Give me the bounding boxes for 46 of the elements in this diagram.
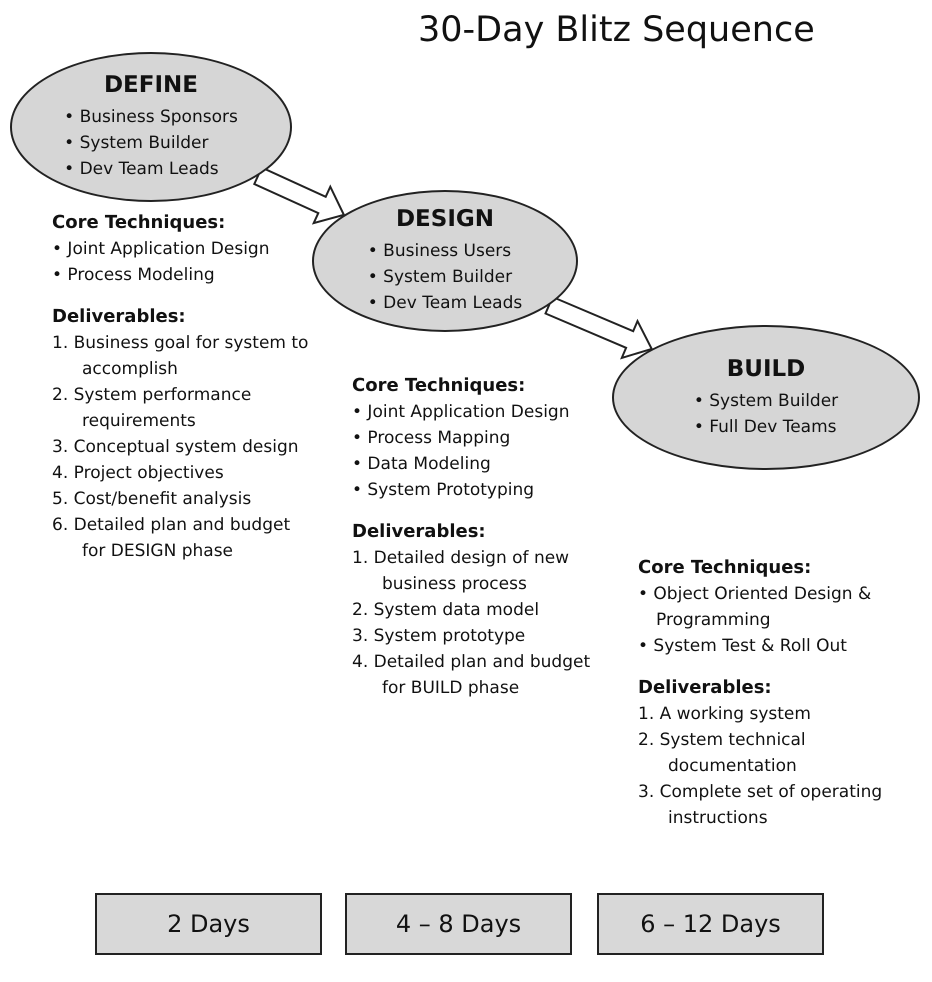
section-heading: Deliverables: (52, 305, 187, 329)
section-heading: Core Techniques: (52, 211, 226, 235)
section-heading: Deliverables: (638, 676, 773, 700)
participant-item: • Full Dev Teams (694, 416, 838, 438)
section-heading: Core Techniques: (352, 374, 526, 398)
numbered-item: 1. A working system (638, 703, 812, 726)
participant-item: • Business Users (368, 240, 512, 263)
bullet-item: • Joint Application Design (52, 238, 270, 261)
numbered-item: 5. Cost/benefit analysis (52, 488, 252, 511)
numbered-item: 4. Detailed plan and budget for BUILD phase (352, 651, 592, 700)
numbered-item: 3. Complete set of operating instructions (638, 781, 884, 830)
phase-heading: DESIGN (396, 206, 494, 232)
duration-box (345, 893, 572, 955)
participant-item: • Business Sponsors (64, 106, 238, 129)
numbered-item: 2. System performance requirements (52, 384, 252, 433)
numbered-item: 4. Project objectives (52, 462, 225, 485)
numbered-item: 6. Detailed plan and budget for DESIGN phase (52, 514, 292, 563)
block-arrow (544, 296, 654, 360)
participant-item: • Dev Team Leads (368, 292, 522, 315)
participant-item: • System Builder (64, 132, 210, 155)
bullet-item: • Joint Application Design (352, 401, 570, 424)
diagram-title: 30-Day Blitz Sequence (418, 10, 815, 50)
participant-item: • System Builder (368, 266, 514, 289)
numbered-item: 1. Detailed design of new business process (352, 547, 570, 596)
bullet-item: • Object Oriented Design & Programming (638, 583, 872, 632)
numbered-item: 3. Conceptual system design (52, 436, 300, 459)
phase-heading: DEFINE (104, 72, 198, 98)
bullet-item: • System Test & Roll Out (638, 635, 848, 658)
phase-heading: BUILD (726, 356, 806, 382)
bullet-item: • Data Modeling (352, 453, 492, 476)
duration-text: 2 Days (167, 910, 250, 938)
numbered-item: 3. System prototype (352, 625, 526, 648)
participant-item: • Dev Team Leads (64, 158, 220, 181)
bullet-item: • Process Modeling (52, 264, 216, 287)
numbered-item: 1. Business goal for system to accomplish (52, 332, 310, 381)
duration-text: 4 – 8 Days (396, 910, 522, 938)
numbered-item: 2. System data model (352, 599, 540, 622)
bullet-item: • System Prototyping (352, 479, 536, 502)
bullet-item: • Process Mapping (352, 427, 512, 450)
duration-box (597, 893, 824, 955)
participant-item: • System Builder (694, 390, 838, 412)
section-heading: Deliverables: (352, 520, 487, 544)
duration-box (95, 893, 322, 955)
section-heading: Core Techniques: (638, 556, 812, 580)
numbered-item: 2. System technical documentation (638, 729, 807, 778)
duration-text: 6 – 12 Days (640, 910, 781, 938)
